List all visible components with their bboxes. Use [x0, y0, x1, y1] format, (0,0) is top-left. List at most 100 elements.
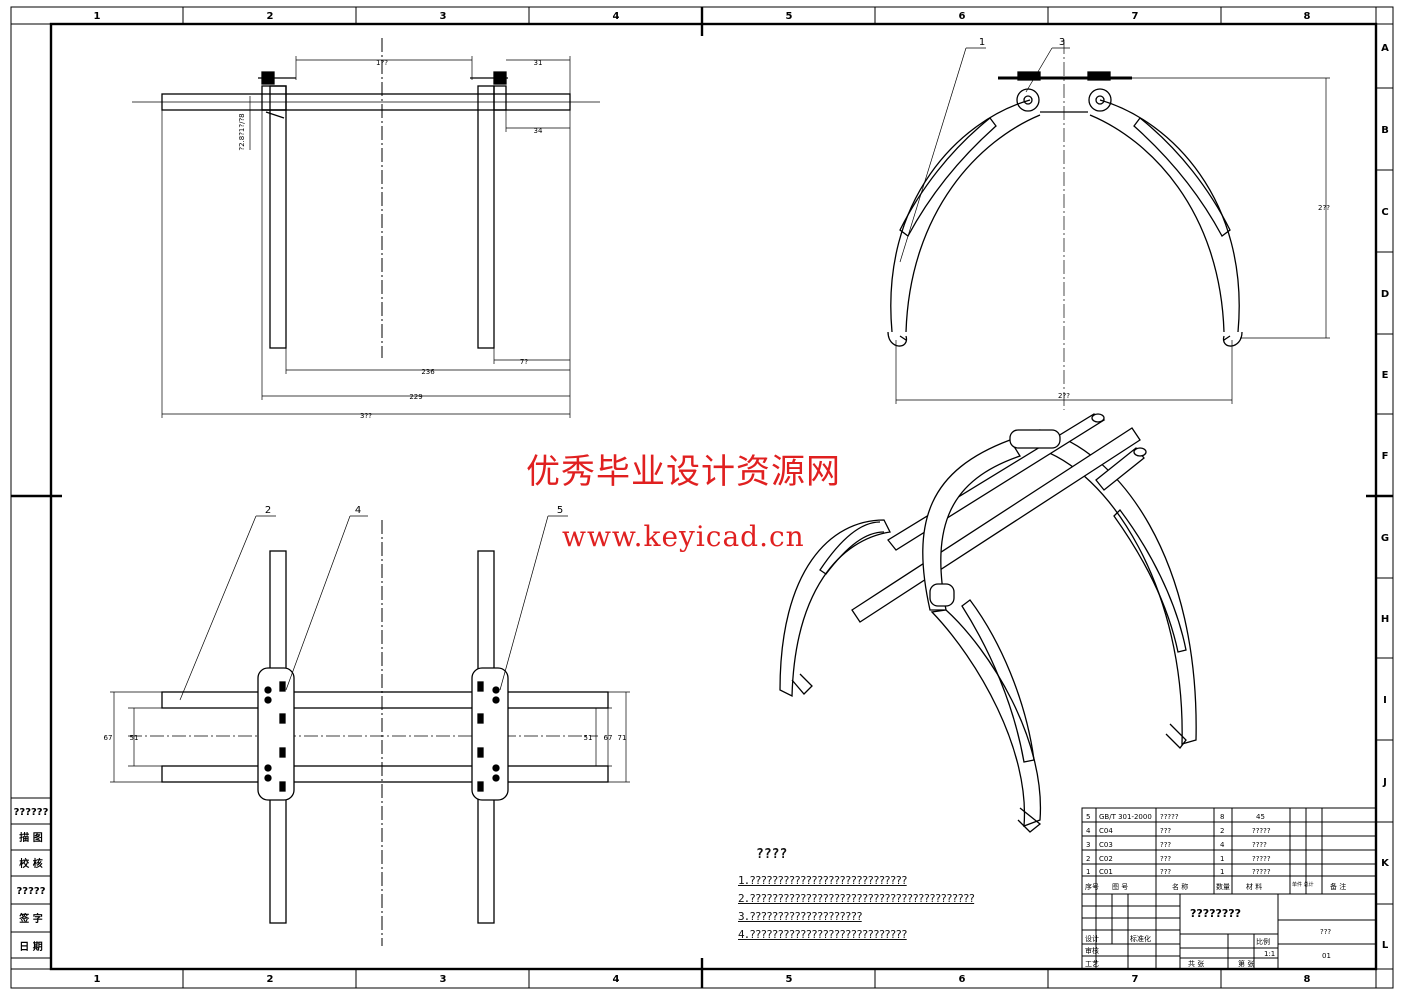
zone-col-6-bottom: 6 [959, 974, 966, 985]
bom-r4-mat: ????? [1252, 855, 1271, 863]
front-right-clamp [493, 85, 507, 111]
side-left-slot [899, 117, 997, 237]
left-strip-5: 签 字 [18, 912, 42, 925]
zone-row-e: E [1382, 370, 1389, 381]
tb-design: 设计 [1085, 934, 1099, 943]
iso-front-left-arm [922, 439, 1021, 611]
bom-r3-mat: ???? [1252, 841, 1267, 849]
bom-r3-name: ??? [1160, 841, 1171, 849]
plan-bolt-marks [264, 681, 500, 792]
zone-col-8: 8 [1304, 11, 1311, 22]
dim-top-right-a: 31 [534, 59, 543, 67]
left-strip-2: 描 图 [19, 831, 42, 844]
dim-plan-right-a: 51 [584, 734, 593, 742]
bom-h-weight: 单件 总计 [1292, 881, 1314, 888]
iso-back-left-arm [779, 519, 891, 698]
zone-row-k: K [1381, 858, 1390, 869]
title-block [1081, 893, 1377, 970]
zone-row-d: D [1381, 289, 1389, 300]
front-left-bolt [258, 71, 296, 85]
side-balloons: 1 3 [979, 37, 1065, 48]
dim-overall: 3?? [360, 412, 372, 420]
side-right-arc-outer [1099, 99, 1240, 333]
iso-front-hook [1017, 807, 1042, 833]
bom-r2-no: 4 [1086, 827, 1091, 835]
bom-r4-name: ??? [1160, 855, 1171, 863]
inner-frame [49, 22, 1378, 971]
side-left-hook [887, 331, 908, 347]
bom-r2-code: C04 [1099, 827, 1113, 835]
dim-inner-span: 236 [421, 368, 435, 376]
left-strip-labels: ?????? 描 图 校 核 ????? 签 字 日 期 [14, 807, 49, 953]
zone-col-3: 3 [440, 11, 447, 22]
tb-check: 审核 [1085, 946, 1099, 955]
zone-row-h: H [1381, 614, 1389, 625]
side-right-slot [1133, 117, 1231, 237]
bom-r3-qty: 4 [1220, 841, 1225, 849]
tb-std: 标准化 [1130, 934, 1151, 943]
bom-h-name: 名 称 [1172, 882, 1188, 891]
zone-col-6: 6 [959, 11, 966, 22]
front-left-clamp [261, 85, 287, 111]
front-right-leg [477, 85, 495, 349]
iso-back-left-hook [791, 673, 813, 695]
bom-r2-mat: ????? [1252, 827, 1271, 835]
bom-rows: 5 GB/T 301-2000 ????? 8 45 4 C04 ??? 2 ?… [1085, 813, 1346, 891]
sheet-number: 第 张 [1238, 959, 1254, 968]
dim-arc-height: 2?? [1318, 204, 1330, 212]
notes-line-1: 1.???????????????????????????? [738, 874, 908, 887]
bom-h-qty: 数量 [1216, 882, 1230, 891]
left-strip-table [10, 797, 52, 959]
balloon-2: 2 [265, 505, 271, 516]
bom-r1-qty: 8 [1220, 813, 1224, 821]
bom-r1-name: ????? [1160, 813, 1179, 821]
zone-col-1-bottom: 1 [94, 974, 101, 985]
left-strip-4: ????? [16, 886, 45, 897]
scale-value: 1:1 [1264, 950, 1275, 958]
front-view [132, 38, 600, 418]
plan-bottom-bar [161, 765, 609, 783]
dim-mid-span: 229 [409, 393, 422, 401]
bom-r5-mat: ????? [1252, 868, 1271, 876]
bom-r5-code: C01 [1099, 868, 1113, 876]
bom-r2-name: ??? [1160, 827, 1171, 835]
front-dim-labels: 1?? 31 34 236 7? 229 3?? ?2.8?1?/?8 [238, 59, 543, 420]
iso-arm-joint [929, 583, 955, 607]
bom-r2-qty: 2 [1220, 827, 1224, 835]
plan-dimensions [110, 515, 630, 783]
zone-col-1: 1 [94, 11, 101, 22]
dim-hole-note: ?2.8?1?/?8 [238, 113, 246, 150]
dim-arc-width: 2?? [1058, 392, 1070, 400]
bom-h-remark: 备 注 [1330, 882, 1346, 891]
zone-col-3-bottom: 3 [440, 974, 447, 985]
iso-front-right-arm [930, 609, 1042, 827]
outer-frame [10, 6, 1394, 989]
bom-r1-code: GB/T 301-2000 [1099, 813, 1152, 821]
iso-side-rod-end [1133, 447, 1147, 457]
bom-r1-mat: 45 [1256, 813, 1265, 821]
side-left-hinge-pin [1023, 95, 1033, 105]
zone-col-5-bottom: 5 [786, 974, 793, 985]
side-right-arc-inner [1089, 114, 1225, 333]
front-left-leg [269, 85, 287, 349]
zone-col-7-bottom: 7 [1132, 974, 1139, 985]
dim-plan-right-c: 71 [618, 734, 627, 742]
side-left-arc-outer [890, 99, 1031, 333]
zone-row-i: I [1383, 695, 1387, 706]
bom-r5-no: 1 [1086, 868, 1090, 876]
side-top-nuts [1017, 71, 1111, 81]
iso-front-rod-end [1091, 413, 1105, 423]
balloon-3: 3 [1059, 37, 1065, 48]
zone-row-g: G [1381, 533, 1389, 544]
notes-line-4: 4.???????????????????????????? [738, 928, 908, 941]
left-strip-6: 日 期 [19, 940, 42, 953]
zone-row-j: J [1382, 777, 1387, 788]
bom-r5-qty: 1 [1220, 868, 1224, 876]
notes-line-3: 3.???????????????????? [738, 910, 863, 923]
plan-dim-labels: 67 51 51 67 71 [104, 734, 627, 742]
bom-r3-no: 3 [1086, 841, 1090, 849]
zone-labels: 1 2 3 4 5 6 7 8 1 2 3 4 5 6 7 8 A B C D … [94, 11, 1391, 985]
zone-row-l: L [1382, 940, 1389, 951]
zone-grid [11, 7, 1393, 988]
plan-left-clamp-plate [257, 667, 295, 801]
